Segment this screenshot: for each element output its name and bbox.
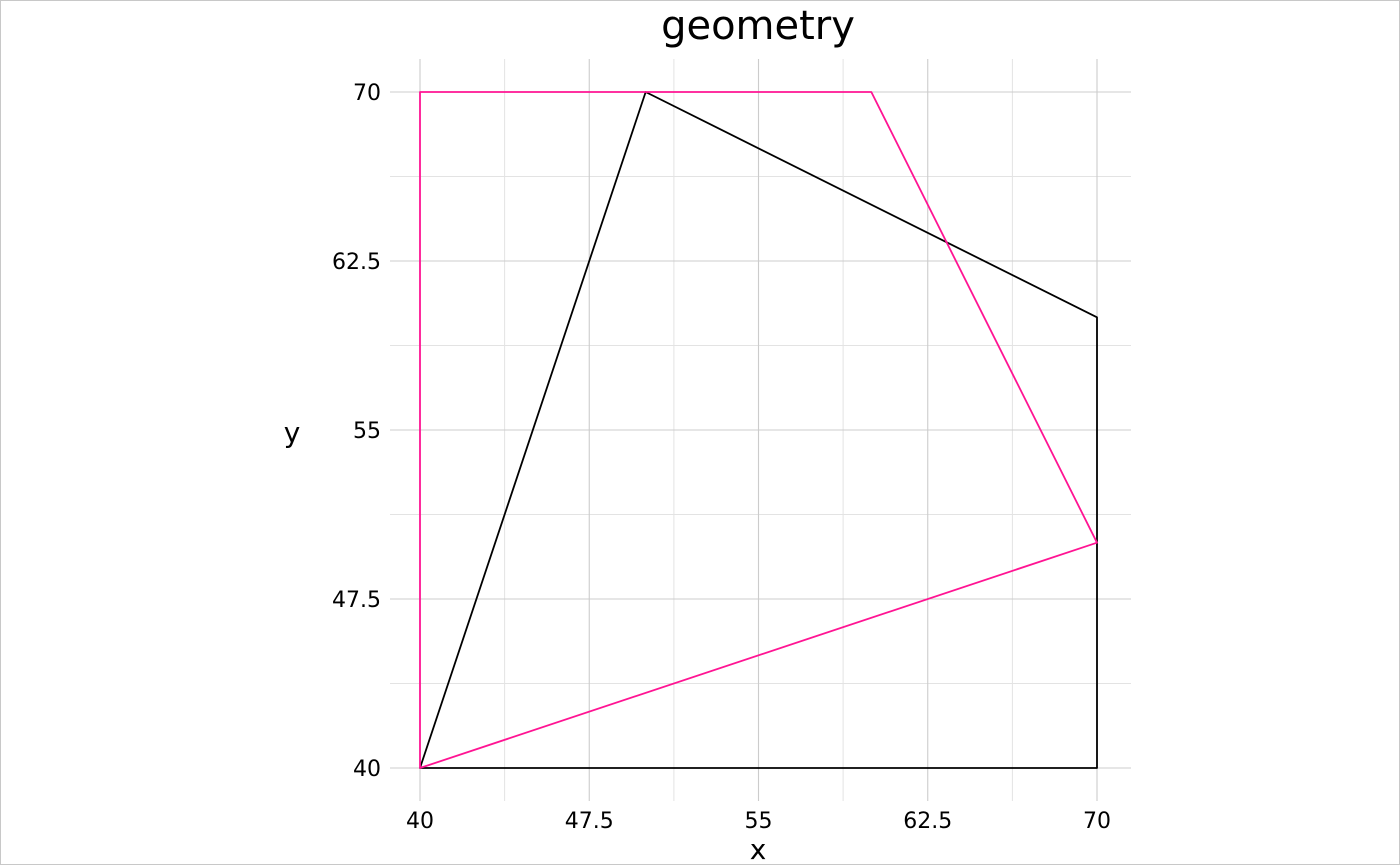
y-tick-labels: 40 47.5 55 62.5 70 — [332, 81, 381, 782]
x-tick-label: 62.5 — [903, 809, 952, 834]
y-axis-title: y — [284, 416, 301, 449]
chart-title: geometry — [661, 3, 855, 49]
x-tick-label: 55 — [745, 809, 773, 834]
x-tick-labels: 40 47.5 55 62.5 70 — [406, 809, 1111, 834]
x-tick-label: 40 — [406, 809, 434, 834]
x-tick-label: 47.5 — [565, 809, 614, 834]
polygon-layer — [419, 91, 1098, 769]
polygon-1 — [419, 91, 1098, 769]
y-tick-label: 55 — [353, 419, 381, 444]
y-tick-label: 70 — [353, 81, 381, 106]
polygon-2 — [419, 91, 1098, 769]
x-axis-title: x — [750, 833, 767, 864]
y-tick-label: 62.5 — [332, 250, 381, 275]
y-tick-label: 40 — [353, 757, 381, 782]
y-tick-label: 47.5 — [332, 588, 381, 613]
major-gridlines — [390, 59, 1131, 801]
x-tick-label: 70 — [1083, 809, 1111, 834]
